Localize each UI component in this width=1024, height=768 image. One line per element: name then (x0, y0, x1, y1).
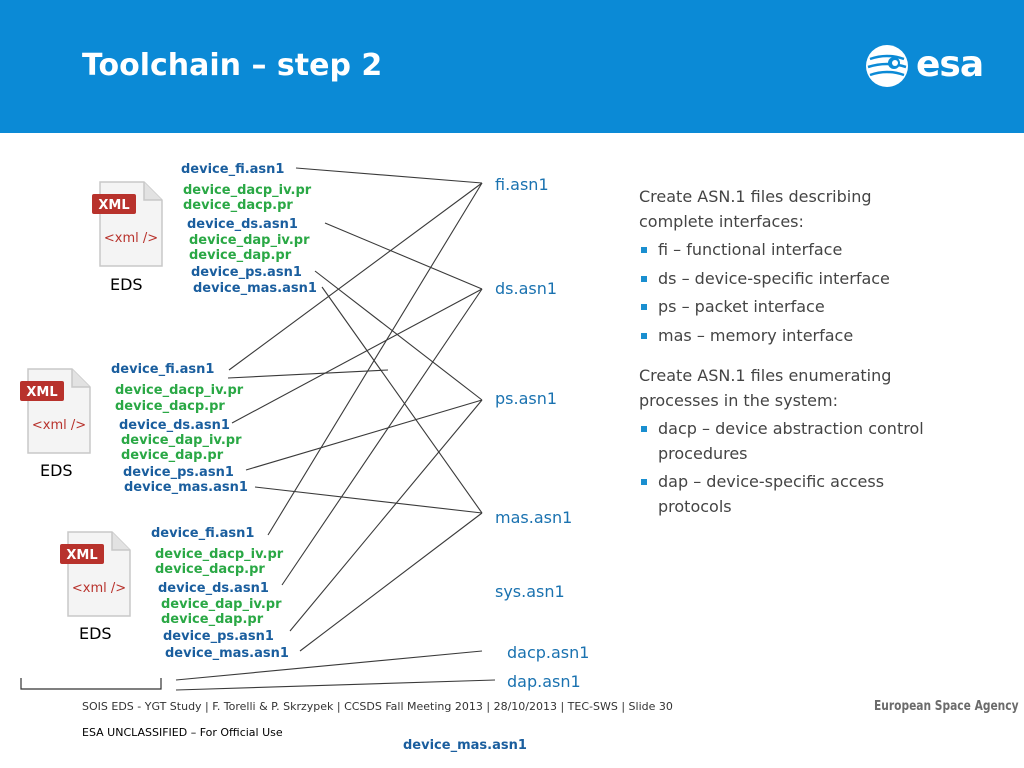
connector-line (175, 650, 483, 681)
xml-tag-text: <xml /> (32, 418, 86, 433)
asn1-file-label: device_ps.asn1 (191, 265, 302, 280)
interfaces-list: fi – functional interface ds – device-sp… (639, 238, 939, 348)
asn1-file-label: device_mas.asn1 (165, 646, 289, 661)
xml-tag-text: <xml /> (72, 581, 126, 596)
eds-caption: EDS (40, 461, 73, 480)
procedure-file-label: device_dap_iv.pr (189, 233, 310, 248)
connector-line (281, 288, 483, 586)
connector-line (295, 167, 483, 184)
xml-badge-text: XML (98, 198, 129, 213)
processes-list: dacp – device abstraction control proced… (639, 417, 939, 519)
procedure-file-label: device_dacp_iv.pr (115, 383, 244, 398)
procedure-file-label: device_dacp.pr (115, 399, 225, 414)
connector-line (245, 399, 483, 471)
asn1-file-label: device_ds.asn1 (119, 418, 230, 433)
xml-badge-text: XML (26, 385, 57, 400)
output-asn1-file: ps.asn1 (495, 389, 558, 408)
connector-line (324, 222, 483, 290)
asn1-file-label: device_mas.asn1 (193, 281, 317, 296)
esa-logo-text: esa (916, 44, 984, 85)
output-asn1-file: fi.asn1 (495, 175, 549, 194)
asn1-file-label: device_fi.asn1 (111, 362, 215, 377)
stray-file-label: device_mas.asn1 (403, 738, 527, 753)
list-item: dacp – device abstraction control proced… (639, 417, 939, 466)
notes-intro-processes: Create ASN.1 files enumerating processes… (639, 366, 892, 410)
procedure-file-label: device_dacp.pr (155, 562, 265, 577)
asn1-file-label: device_ds.asn1 (158, 581, 269, 596)
asn1-file-label: device_fi.asn1 (151, 526, 255, 541)
footer-agency-name: European Space Agency (874, 699, 1019, 714)
xml-badge-text: XML (66, 548, 97, 563)
asn1-file-label: device_ds.asn1 (187, 217, 298, 232)
asn1-file-label: device_fi.asn1 (181, 162, 285, 177)
classification-notice: ESA UNCLASSIFIED – For Official Use (82, 726, 283, 739)
connector-line (254, 486, 483, 514)
slide-title: Toolchain – step 2 (82, 48, 383, 83)
notes-intro-interfaces: Create ASN.1 files describing complete i… (639, 187, 872, 231)
footer-citation: SOIS EDS - YGT Study | F. Torelli & P. S… (82, 700, 673, 713)
procedure-file-label: device_dap.pr (161, 612, 264, 627)
xml-tag-text: <xml /> (104, 231, 158, 246)
connector-line (227, 369, 389, 379)
procedure-file-label: device_dap.pr (121, 448, 224, 463)
connector-line (231, 288, 483, 424)
procedure-file-label: device_dacp_iv.pr (183, 183, 312, 198)
xml-file-icon: XML <xml /> (92, 181, 163, 267)
list-item: ds – device-specific interface (639, 267, 939, 292)
procedure-file-label: device_dap.pr (189, 248, 292, 263)
slide-header: Toolchain – step 2 esa (0, 0, 1024, 133)
connector-line (267, 182, 483, 536)
procedure-file-label: device_dacp_iv.pr (155, 547, 284, 562)
grouping-bracket (20, 678, 162, 690)
procedure-file-label: device_dap_iv.pr (161, 597, 282, 612)
connector-line (175, 679, 496, 691)
output-asn1-file: sys.asn1 (495, 582, 565, 601)
procedure-file-label: device_dap_iv.pr (121, 433, 242, 448)
connector-line (314, 270, 483, 401)
xml-file-icon: XML <xml /> (20, 368, 91, 454)
list-item: dap – device-specific access protocols (639, 470, 939, 519)
eds-caption: EDS (110, 275, 143, 294)
procedure-file-label: device_dacp.pr (183, 198, 293, 213)
asn1-file-label: device_ps.asn1 (163, 629, 274, 644)
slide-number: 30 (658, 700, 673, 713)
connector-line (321, 286, 483, 514)
xml-file-icon: XML <xml /> (60, 531, 131, 617)
connector-line (228, 182, 483, 371)
list-item: mas – memory interface (639, 324, 939, 349)
output-asn1-file: mas.asn1 (495, 508, 573, 527)
notes-panel: Create ASN.1 files describing complete i… (639, 185, 939, 535)
output-asn1-file: dacp.asn1 (507, 643, 590, 662)
connector-line (289, 399, 483, 632)
connector-line (299, 512, 483, 652)
asn1-file-label: device_mas.asn1 (124, 480, 248, 495)
esa-globe-icon (866, 45, 908, 87)
output-asn1-file: ds.asn1 (495, 279, 558, 298)
eds-caption: EDS (79, 624, 112, 643)
footer-citation-text: SOIS EDS - YGT Study | F. Torelli & P. S… (82, 700, 656, 713)
asn1-file-label: device_ps.asn1 (123, 465, 234, 480)
list-item: ps – packet interface (639, 295, 939, 320)
list-item: fi – functional interface (639, 238, 939, 263)
output-asn1-file: dap.asn1 (507, 672, 581, 691)
